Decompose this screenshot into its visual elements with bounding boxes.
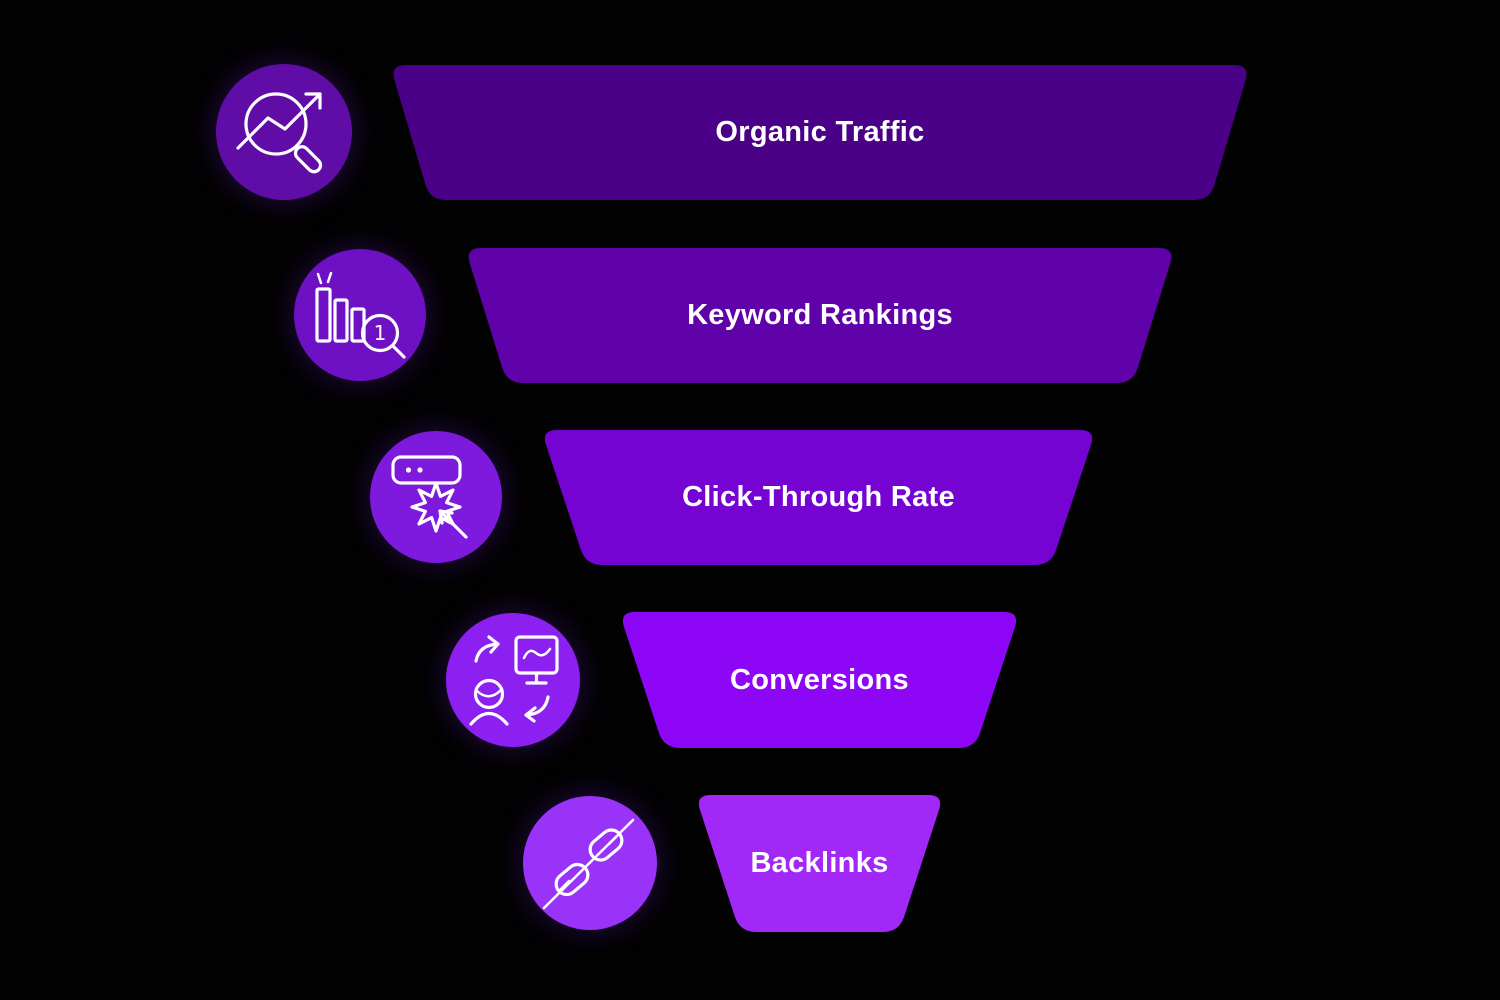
funnel-bar-keyword-rankings bbox=[468, 248, 1172, 383]
icon-circle-click-through-rate bbox=[370, 431, 502, 563]
icon-circle-organic-traffic bbox=[216, 64, 352, 200]
icon-circle-conversions bbox=[446, 613, 580, 747]
funnel-label-conversions: Conversions bbox=[730, 663, 909, 696]
user-screen-sync-icon bbox=[469, 635, 559, 726]
rank-one-badge: 1 bbox=[374, 321, 387, 345]
bar-chart-rank-magnifier-icon: 1 bbox=[315, 271, 406, 359]
funnel-label-organic-traffic: Organic Traffic bbox=[715, 116, 925, 148]
icon-circle-keyword-rankings: 1 bbox=[294, 249, 426, 381]
magnifier-trend-arrow-icon bbox=[236, 92, 323, 174]
icon-circle-backlinks bbox=[523, 796, 657, 930]
funnel-bar-conversions bbox=[622, 612, 1017, 748]
chain-link-icon bbox=[542, 818, 635, 910]
funnel-label-backlinks: Backlinks bbox=[750, 847, 889, 879]
funnel-bar-click-through-rate bbox=[544, 430, 1093, 565]
funnel-bar-backlinks bbox=[698, 795, 941, 932]
funnel-label-click-through-rate: Click-Through Rate bbox=[682, 481, 955, 513]
funnel-label-keyword-rankings: Keyword Rankings bbox=[687, 299, 953, 331]
click-burst-arrow-icon bbox=[391, 455, 468, 539]
funnel-bar-organic-traffic bbox=[393, 65, 1247, 200]
